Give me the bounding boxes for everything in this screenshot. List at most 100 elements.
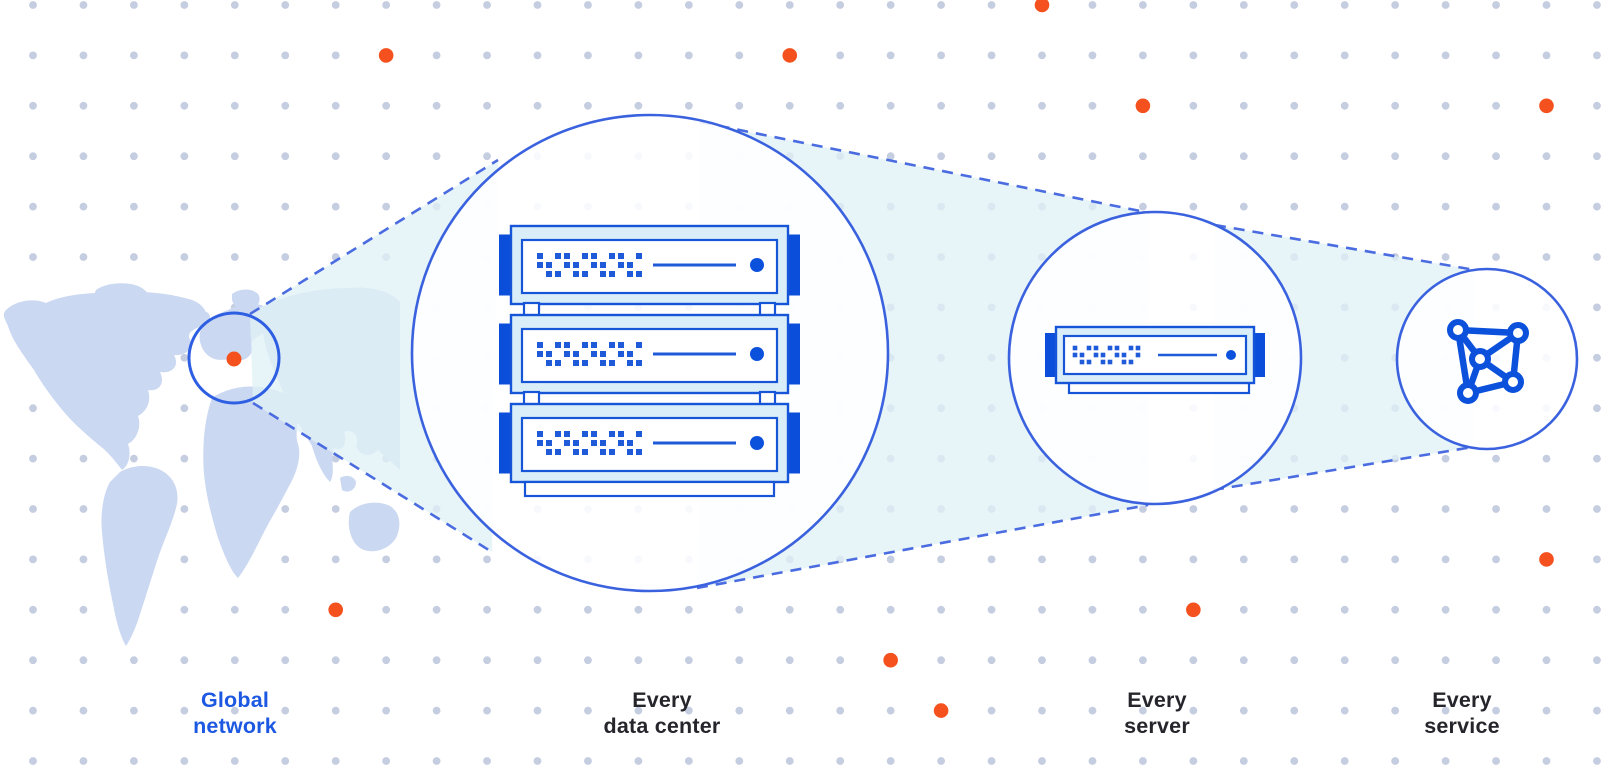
beam-dashed-edge-bottom [696, 503, 1149, 590]
grid-dot [29, 757, 37, 765]
grid-dot [180, 757, 189, 765]
grid-dot [230, 253, 239, 261]
label-every-service: Every service [1424, 688, 1500, 738]
grid-dot [1290, 505, 1299, 513]
grid-dot [1088, 51, 1097, 60]
grid-dot [1139, 656, 1147, 665]
server-power-dot [750, 436, 764, 450]
grid-dot [331, 555, 340, 564]
indicator-pixel [537, 262, 543, 268]
grid-dot [1542, 152, 1551, 161]
grid-dot [1492, 454, 1500, 463]
grid-dot [1593, 202, 1601, 211]
grid-dot [987, 1, 996, 9]
grid-dot [29, 152, 37, 161]
grid-dot [1290, 202, 1299, 211]
indicator-pixel [582, 342, 588, 348]
indicator-pixel [627, 262, 633, 268]
network-node [1447, 319, 1469, 341]
grid-dot [1391, 656, 1400, 665]
indicator-pixel [636, 360, 642, 366]
grid-dot [281, 51, 290, 60]
grid-dot [987, 152, 996, 161]
grid-dot [79, 1, 88, 9]
grid-dot [432, 706, 441, 715]
server-face-panel [520, 238, 779, 295]
grid-dot [79, 101, 88, 110]
grid-dot [1593, 605, 1601, 614]
grid-dot [1441, 454, 1450, 463]
grid-dot [1441, 51, 1450, 60]
grid-dot [533, 757, 542, 765]
grid-dot [130, 202, 138, 211]
indicator-pixel [609, 271, 615, 277]
grid-dot [1340, 505, 1349, 513]
indicator-pixel [546, 360, 552, 366]
grid-dot [432, 656, 441, 665]
grid-dot [1492, 757, 1500, 765]
grid-dot [1492, 706, 1500, 715]
grid-dot [735, 1, 744, 9]
indicator-pixel [600, 351, 606, 357]
grid-dot [1139, 505, 1147, 513]
grid-dot [130, 656, 138, 665]
grid-dot [29, 555, 37, 564]
grid-dot [533, 101, 542, 110]
grid-dot [331, 505, 340, 513]
grid-dot [1593, 706, 1601, 715]
network-node [1502, 371, 1524, 393]
grid-dot [987, 757, 996, 765]
grid-dot [1542, 51, 1551, 60]
grid-dot [1441, 605, 1450, 614]
grid-dot [584, 706, 592, 715]
grid-dot [1189, 757, 1198, 765]
orange-dot [1034, 0, 1050, 13]
grid-dot [1492, 555, 1500, 564]
grid-dot [1391, 51, 1400, 60]
grid-dot [584, 1, 592, 9]
grid-dot [382, 101, 391, 110]
grid-dot [1038, 706, 1046, 715]
grid-dot [1189, 152, 1198, 161]
grid-dot [483, 51, 491, 60]
grid-dot [1391, 706, 1400, 715]
indicator-pixel [591, 342, 597, 348]
grid-dot [1542, 1, 1551, 9]
grid-dot [1239, 505, 1248, 513]
grid-dot [281, 555, 290, 564]
grid-dot [281, 101, 290, 110]
indicator-pixel [537, 431, 543, 437]
grid-dot [29, 404, 37, 413]
continent-shape [101, 466, 178, 646]
grid-dot [735, 51, 744, 60]
orange-dot [782, 48, 798, 63]
grid-dot [432, 101, 441, 110]
beam-dashed-edge-bottom [252, 401, 493, 554]
grid-dot [634, 101, 643, 110]
grid-dot [1593, 1, 1601, 9]
grid-dot [785, 656, 794, 665]
grid-dot [1391, 152, 1400, 161]
indicator-pixel [627, 271, 633, 277]
grid-dot [130, 253, 138, 261]
grid-dot [886, 1, 895, 9]
orange-dot [1186, 602, 1201, 618]
grid-dot [987, 101, 996, 110]
grid-dot [1391, 605, 1400, 614]
grid-dot [584, 757, 592, 765]
grid-dot [684, 1, 693, 9]
indicator-pixel [1072, 352, 1078, 358]
indicator-pixel [555, 431, 561, 437]
grid-dot [180, 605, 189, 614]
grid-dot [735, 706, 744, 715]
grid-dot [1593, 303, 1601, 312]
grid-dot [1542, 202, 1551, 211]
server-face-panel [520, 416, 779, 473]
indicator-pixel [1093, 352, 1099, 358]
grid-dot [1492, 51, 1500, 60]
grid-dot [937, 152, 945, 161]
grid-dot [1088, 1, 1097, 9]
grid-dot [836, 757, 845, 765]
grid-dot [79, 152, 88, 161]
grid-dot [382, 555, 391, 564]
